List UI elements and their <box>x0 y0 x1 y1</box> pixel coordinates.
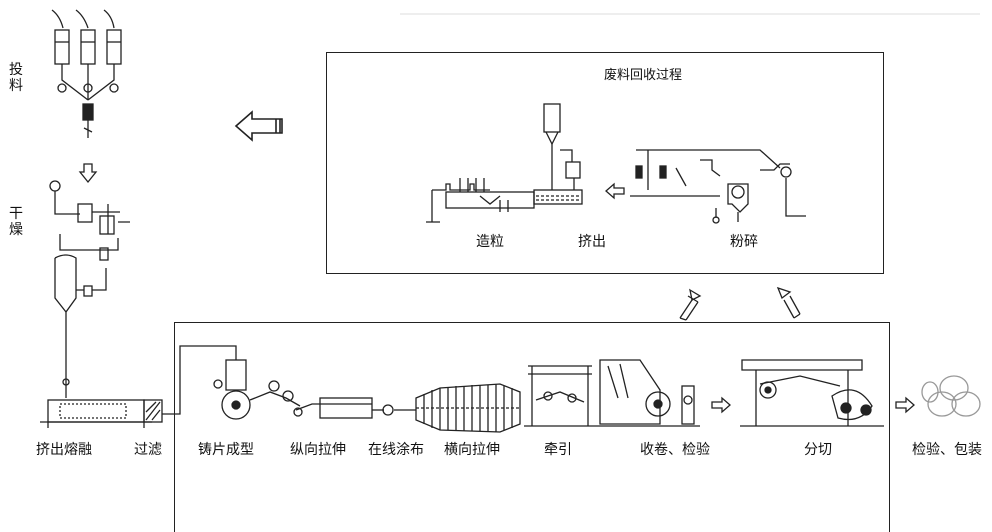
recycle-extrude-label: 挤出 <box>578 234 606 250</box>
longitudinal-stretch-label: 纵向拉伸 <box>290 442 346 458</box>
recycle-extruder-icon <box>533 103 583 205</box>
extruder-icon <box>40 399 152 428</box>
traction-rollers-icon <box>524 365 596 427</box>
crush-label: 粉碎 <box>730 234 758 250</box>
extrude-melt-label: 挤出熔融 <box>36 442 92 458</box>
granulate-label: 造粒 <box>476 234 504 250</box>
winder-icon <box>596 359 700 427</box>
inline-coating-label: 在线涂布 <box>368 442 424 458</box>
feed-hoppers-icon <box>51 9 122 138</box>
inspection-packing-label: 检验、包装 <box>912 442 982 458</box>
feed-down-arrow-icon <box>78 163 98 184</box>
traction-label: 牵引 <box>544 442 572 458</box>
cast-sheet-label: 铸片成型 <box>198 442 254 458</box>
drying-label: 干燥 <box>9 206 23 238</box>
flow-arrow-icon <box>711 396 915 414</box>
slitting-label: 分切 <box>804 442 832 458</box>
finished-rolls-icon <box>921 375 981 417</box>
recycle-process-box <box>326 52 884 274</box>
casting-drum-icon <box>213 359 301 420</box>
diagonal-return-arrows-icon <box>679 286 801 321</box>
main-process-box <box>174 322 890 532</box>
transverse-stretch-label: 横向拉伸 <box>444 442 500 458</box>
winding-inspection-label: 收卷、检验 <box>640 442 710 458</box>
slitter-icon <box>740 359 884 427</box>
recycle-title: 废料回收过程 <box>604 68 683 83</box>
dryer-icon <box>49 180 130 398</box>
tenter-frame-icon <box>415 383 521 433</box>
filter-label: 过滤 <box>134 442 162 458</box>
crusher-icon <box>630 149 806 224</box>
return-hollow-arrow-icon <box>234 110 283 142</box>
feeding-label: 投料 <box>9 62 23 94</box>
longitudinal-stretch-icon <box>293 397 416 419</box>
recycle-arrow-icon <box>605 182 625 200</box>
